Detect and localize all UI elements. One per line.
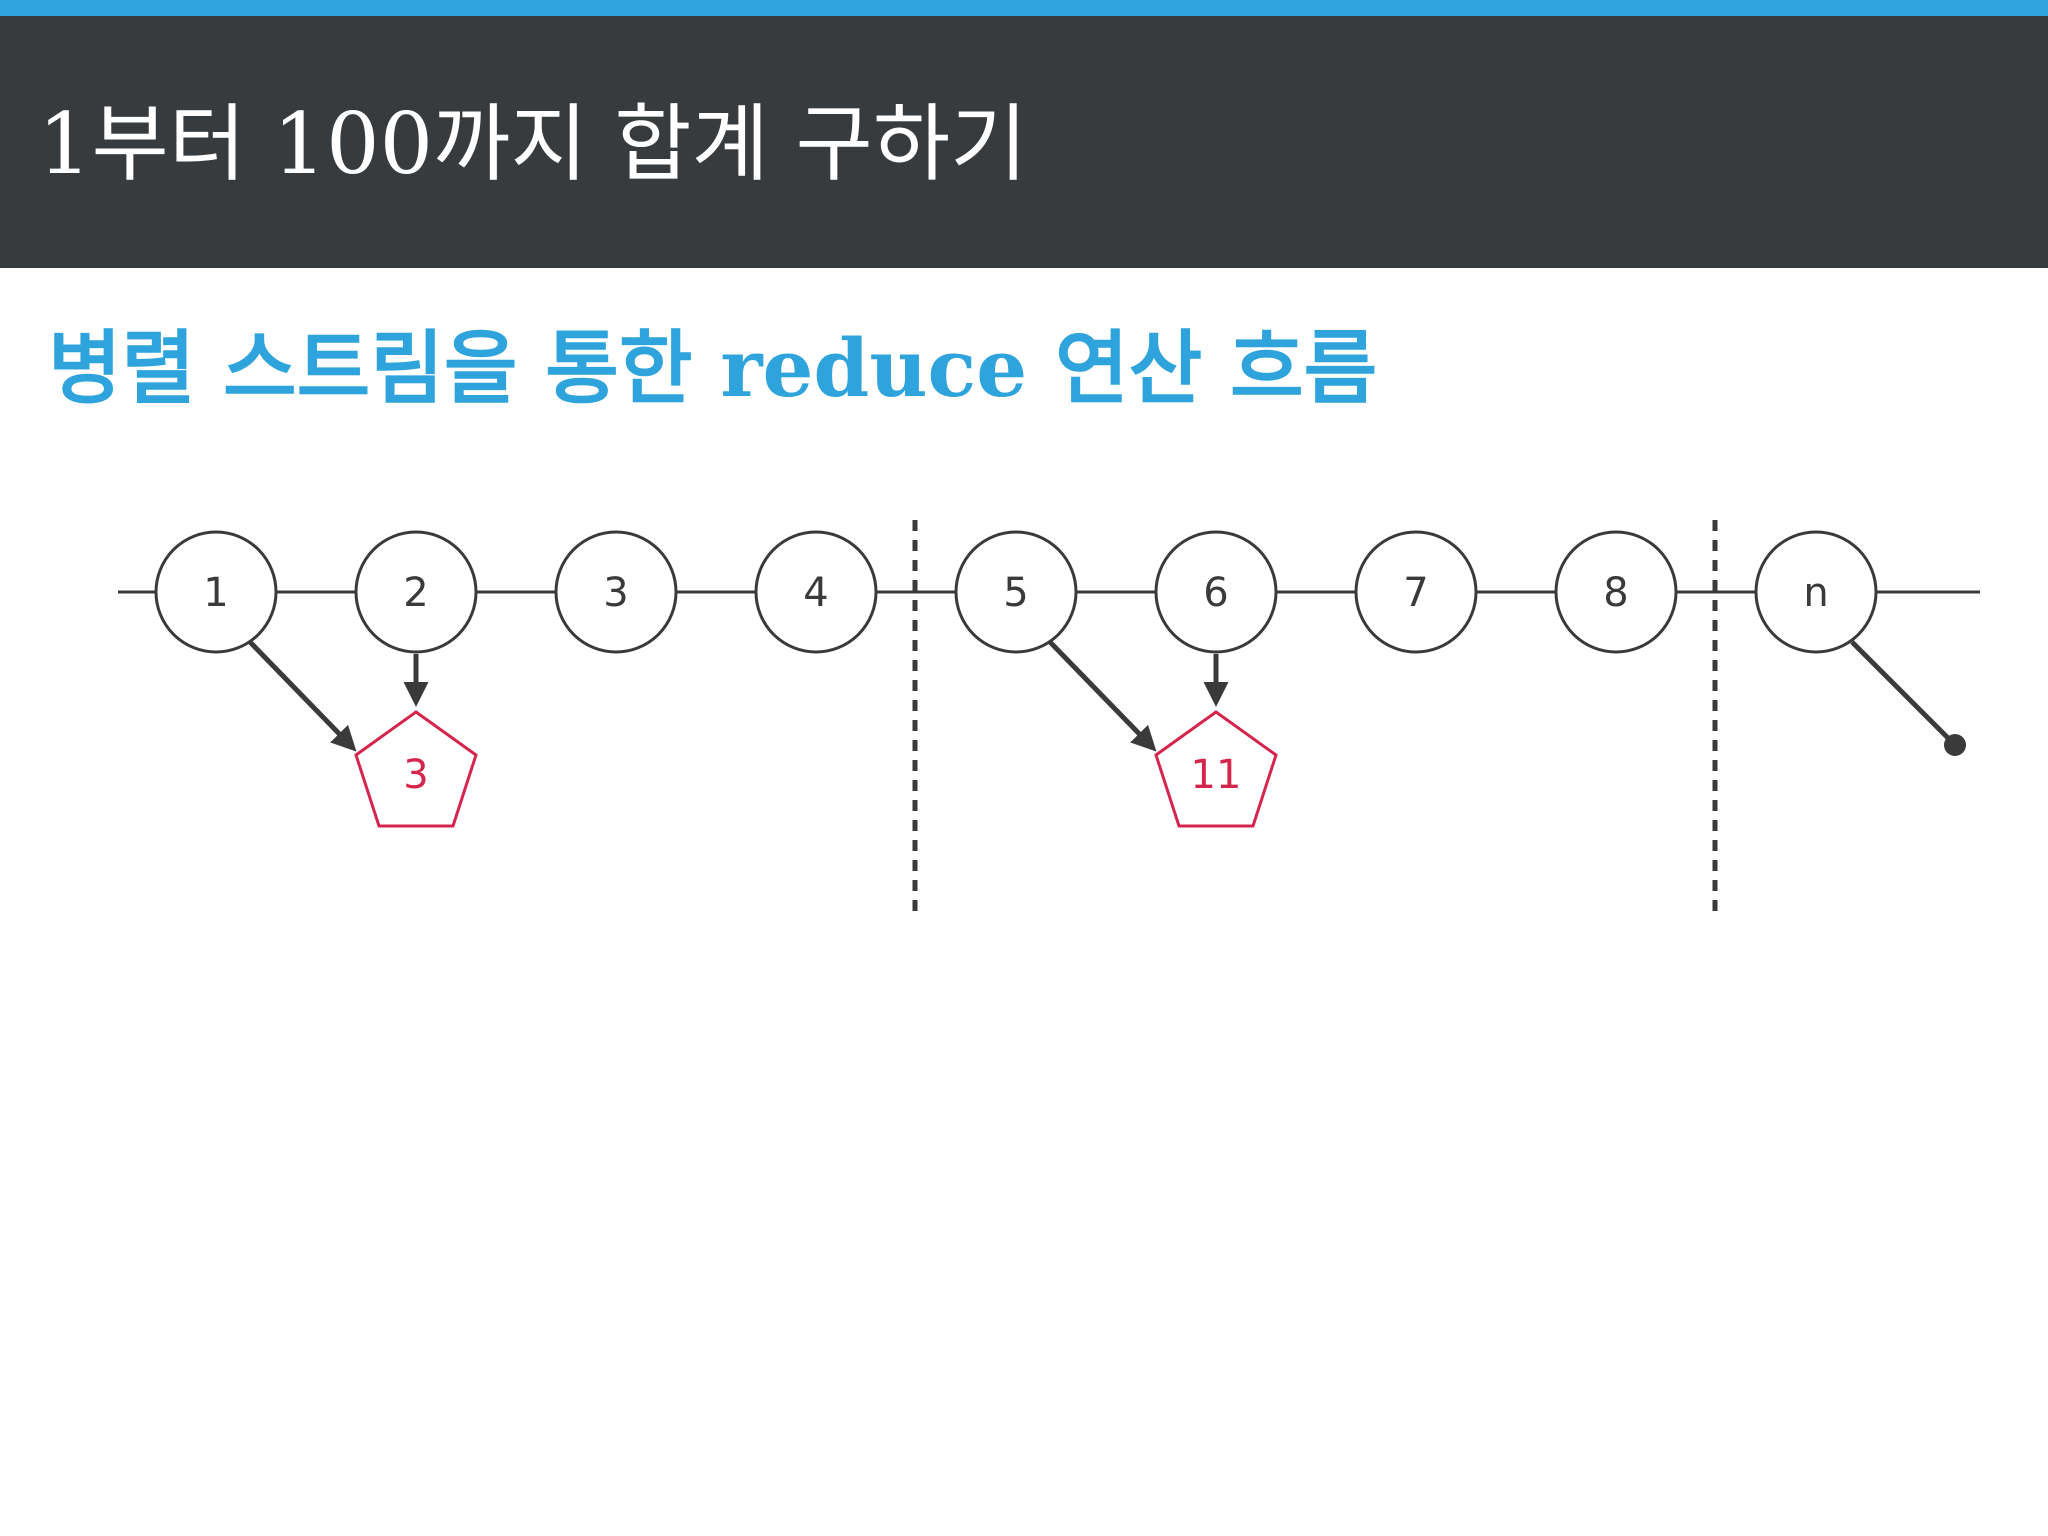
stream-node: n [1754, 530, 1878, 654]
stream-node: 5 [954, 530, 1078, 654]
diagram-subtitle: 병렬 스트림을 통한 reduce 연산 흐름 [48, 321, 1378, 415]
reduce-arrow [1048, 640, 1157, 752]
slide-title: 1부터 100까지 합계 구하기 [38, 95, 1028, 193]
pending-reduce-line [1850, 640, 1956, 746]
stream-node: 8 [1554, 530, 1678, 654]
stream-node-label: 4 [803, 570, 828, 616]
partial-result-label: 3 [403, 752, 428, 798]
stream-node-label: 7 [1403, 570, 1428, 616]
stream-node-label: 2 [403, 570, 428, 616]
stream-node: 3 [554, 530, 678, 654]
stream-node-label: 8 [1603, 570, 1628, 616]
stream-node: 4 [754, 530, 878, 654]
stream-node: 2 [354, 530, 478, 654]
stream-node: 6 [1154, 530, 1278, 654]
partial-result: 11 [1154, 710, 1278, 828]
partial-result: 3 [354, 710, 478, 828]
accent-stripe [0, 0, 2048, 16]
stream-node: 7 [1354, 530, 1478, 654]
stream-node-label: n [1803, 570, 1828, 616]
stream-node-label: 1 [203, 570, 228, 616]
stream-node-label: 3 [603, 570, 628, 616]
pending-reduce-dot [1944, 734, 1966, 756]
header-bar: 1부터 100까지 합계 구하기 [0, 16, 2048, 268]
stream-node-label: 6 [1203, 570, 1228, 616]
partial-result-label: 11 [1191, 752, 1242, 798]
stream-node: 1 [154, 530, 278, 654]
stream-node-label: 5 [1003, 570, 1028, 616]
reduce-arrow [248, 640, 357, 752]
